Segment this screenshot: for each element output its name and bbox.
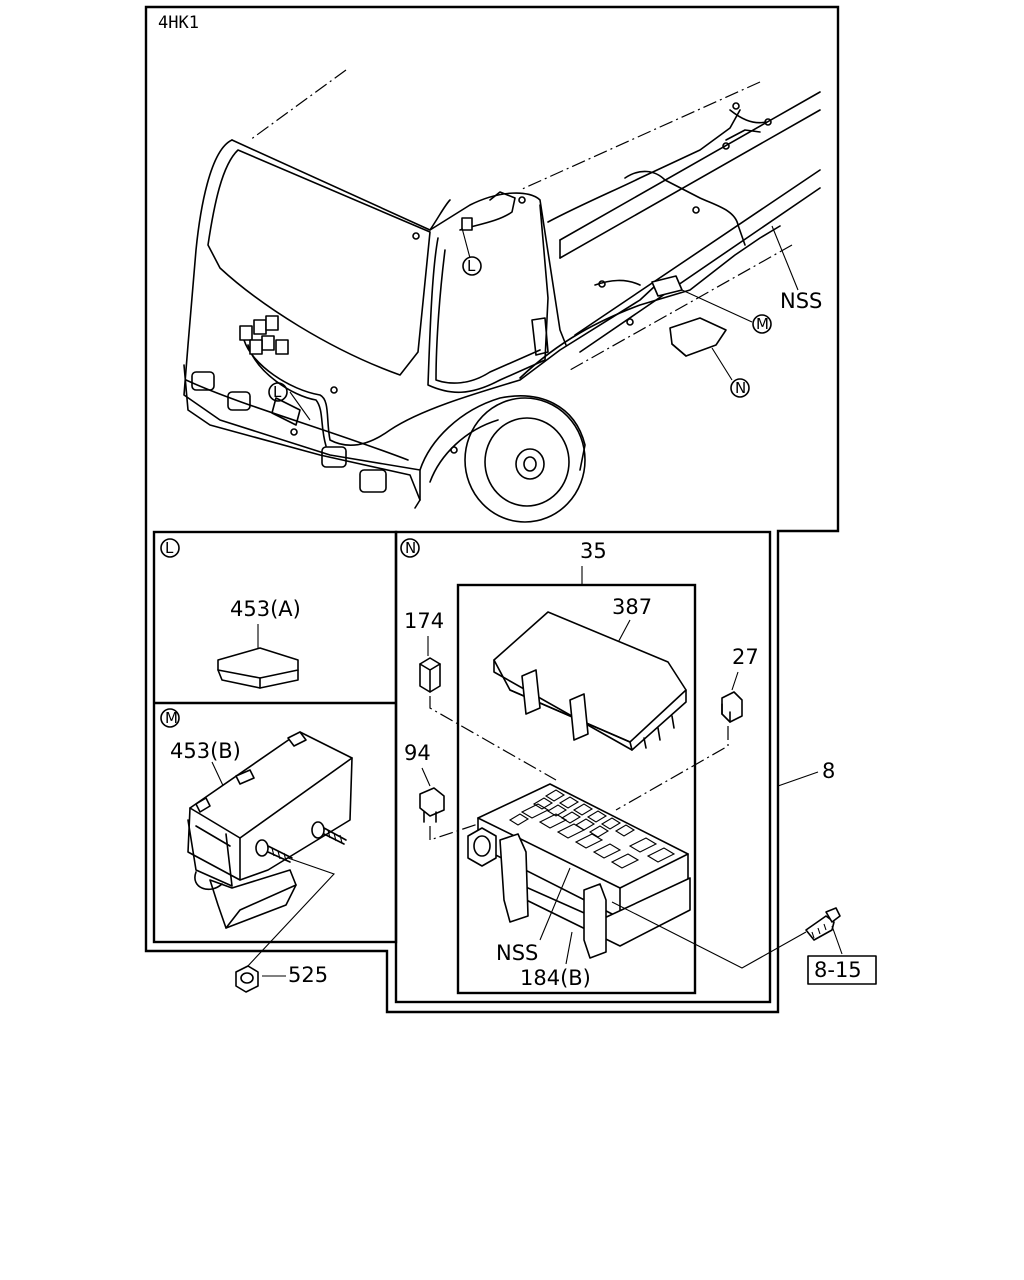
fuse-box-cover bbox=[493, 611, 687, 751]
panel-frames bbox=[144, 5, 840, 1014]
marker-l-top: L bbox=[467, 257, 476, 275]
marker-n-chassis: N bbox=[735, 379, 746, 397]
callout-tape-a: 453(A) bbox=[230, 597, 301, 621]
callout-relay-174: 174 bbox=[404, 609, 444, 633]
callout-nut: 525 bbox=[288, 963, 328, 987]
relay-174-part bbox=[419, 636, 557, 781]
detail-m-marker: M bbox=[165, 709, 178, 727]
callout-nss-bottom: NSS bbox=[496, 941, 538, 965]
detail-l-marker-circle bbox=[160, 538, 180, 558]
nut-part bbox=[235, 965, 286, 993]
tape-a-part bbox=[217, 624, 299, 689]
fuse-block-part bbox=[467, 783, 807, 969]
marker-m-chassis: M bbox=[756, 315, 769, 333]
detail-n-marker: N bbox=[405, 539, 416, 557]
callout-cover: 387 bbox=[612, 595, 652, 619]
truck-illustration bbox=[183, 69, 821, 523]
callout-ref-bolt: 8-15 bbox=[814, 958, 862, 982]
detail-m-marker-circle bbox=[160, 708, 180, 728]
callout-fuse-27: 27 bbox=[732, 645, 759, 669]
callout-fuse-block: 184(B) bbox=[520, 966, 591, 990]
callout-fuse-box-assembly: 35 bbox=[580, 539, 607, 563]
fuse-27-part bbox=[615, 671, 743, 811]
callout-nss-top: NSS bbox=[780, 289, 822, 313]
harness-bracket-part bbox=[187, 731, 353, 969]
callout-tape-b: 453(B) bbox=[170, 739, 241, 763]
callout-harness: 8 bbox=[822, 759, 835, 783]
detail-n-marker-circle bbox=[400, 538, 420, 558]
marker-l-front: L bbox=[273, 383, 282, 401]
engine-code-label: 4HK1 bbox=[158, 13, 199, 33]
harness-leader bbox=[777, 771, 819, 787]
bolt-part bbox=[805, 907, 877, 985]
detail-l-marker: L bbox=[165, 539, 174, 557]
callout-relay-94: 94 bbox=[404, 741, 431, 765]
